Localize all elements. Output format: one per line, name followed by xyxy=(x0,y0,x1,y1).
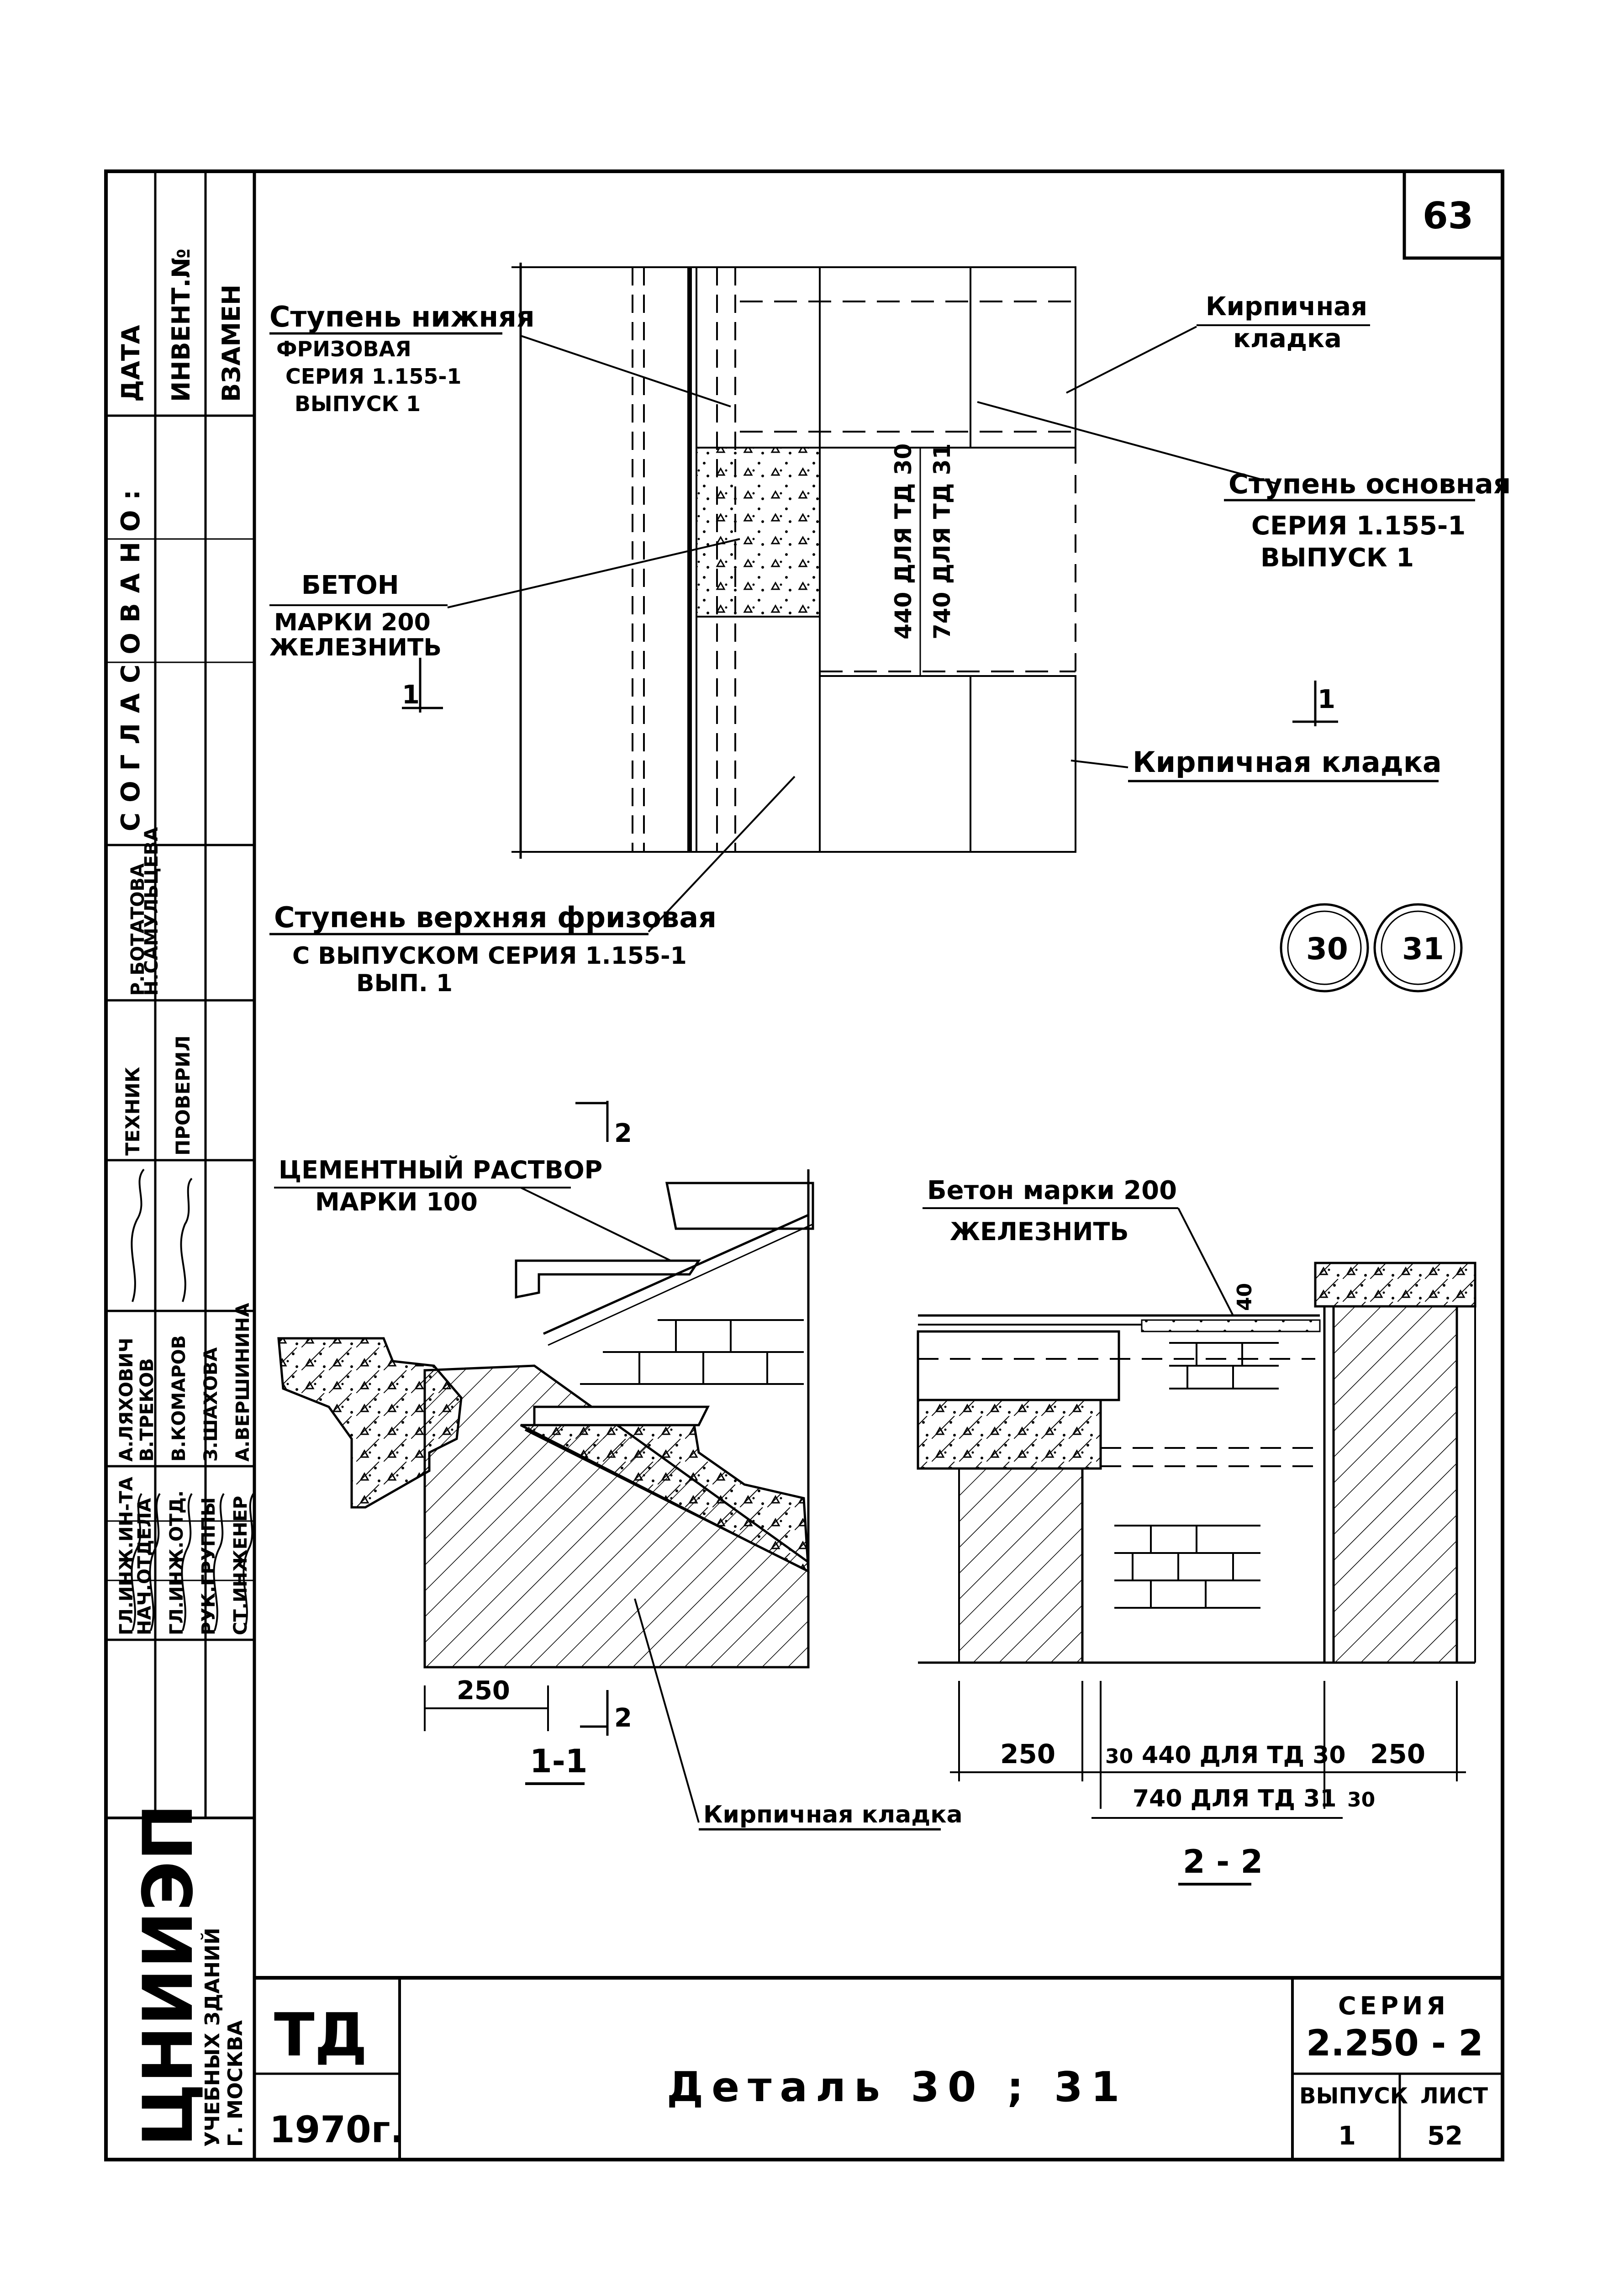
s11-brick-courses xyxy=(580,1319,804,1385)
plan-dim-td30: 440 ДЛЯ ТД 30 xyxy=(890,444,917,639)
main-step-2: СЕРИЯ 1.155-1 xyxy=(1251,511,1466,541)
brick-top-2: кладка xyxy=(1233,324,1342,354)
s22-title: 2 - 2 xyxy=(1183,1843,1263,1881)
plan-view: 440 ДЛЯ ТД 30 740 ДЛЯ ТД 31 Ступень нижн… xyxy=(269,263,1511,997)
s22-concrete-2: ЖЕЛЕЗНИТЬ xyxy=(950,1217,1128,1246)
s22-concrete-1: Бетон марки 200 xyxy=(927,1176,1177,1205)
s11-cut-bottom: 2 xyxy=(614,1703,632,1733)
series-label: СЕРИЯ xyxy=(1338,1991,1449,2020)
stamp-replace: ВЗАМЕН xyxy=(217,285,246,402)
stamp-name-5: В.КОМАРОВ xyxy=(169,1335,190,1462)
s22-brick-courses xyxy=(1114,1342,1279,1609)
issue-label: ВЫПУСК xyxy=(1299,2083,1408,2109)
stamp-name-4: В.ТРЕКОВ xyxy=(137,1358,158,1462)
side-stamp: ДАТА ИНВЕНТ.№ ВЗАМЕН СОГЛАСОВАНО: ТЕХНИК… xyxy=(106,171,254,2147)
s22-dim-740: 740 ДЛЯ ТД 31 xyxy=(1133,1785,1337,1812)
brick-top-1: Кирпичная xyxy=(1206,292,1367,322)
upper-step-1: Ступень верхняя фризовая xyxy=(274,901,717,934)
upper-step-3: ВЫП. 1 xyxy=(356,970,453,997)
issue-value: 1 xyxy=(1338,2121,1356,2151)
s11-title: 1-1 xyxy=(530,1743,587,1780)
brick-bottom: Кирпичная кладка xyxy=(1133,745,1442,779)
stamp-agreed: СОГЛАСОВАНО: xyxy=(116,480,146,831)
lower-step-4: ВЫПУСК 1 xyxy=(295,391,421,416)
detail-31: 31 xyxy=(1402,931,1444,967)
s11-brick: Кирпичная кладка xyxy=(703,1801,963,1828)
sheet-code: ТД xyxy=(274,2000,367,2070)
s22-dim-440: 440 ДЛЯ ТД 30 xyxy=(1142,1742,1346,1769)
stamp-name-2: Н.САМУЛЬЦЕВА xyxy=(141,827,162,996)
drawing-title: Деталь 30 ; 31 xyxy=(667,2063,1128,2111)
concrete-1: БЕТОН xyxy=(301,570,399,600)
stamp-name-6: З.ШАХОВА xyxy=(200,1347,221,1462)
sheet-value: 52 xyxy=(1427,2121,1463,2151)
stamp-date: ДАТА xyxy=(116,325,145,402)
section-1-1: 2 ЦЕМЕНТНЫЙ РАСТВОР МАРКИ 100 xyxy=(274,1101,963,1831)
lower-step-2: ФРИЗОВАЯ xyxy=(276,337,411,361)
concrete-3: ЖЕЛЕЗНИТЬ xyxy=(269,634,442,661)
sheet-year: 1970г. xyxy=(269,2108,404,2151)
s11-cut-top: 2 xyxy=(614,1119,632,1148)
sheet-label: ЛИСТ xyxy=(1420,2083,1488,2109)
concrete-2: МАРКИ 200 xyxy=(274,609,431,636)
plan-cut-left: 1 xyxy=(402,680,420,710)
stamp-role-7: СТ.ИНЖЕНЕР xyxy=(230,1496,251,1635)
stamp-role-4: НАЧ.ОТДЕЛА xyxy=(134,1498,155,1635)
section-2-2: Бетон марки 200 ЖЕЛЕЗНИТЬ 40 xyxy=(917,1176,1476,1886)
upper-step-2: С ВЫПУСКОМ СЕРИЯ 1.155-1 xyxy=(292,942,687,970)
org-line3: Г. МОСКВА xyxy=(224,2020,247,2147)
stamp-role-5: ГЛ.ИНЖ.ОТД. xyxy=(166,1490,187,1635)
main-step-1: Ступень основная xyxy=(1229,468,1511,500)
stamp-name-1: Р.БОТАТОВА xyxy=(127,863,148,996)
title-block: ТД 1970г. Деталь 30 ; 31 СЕРИЯ 2.250 - 2… xyxy=(254,1976,1503,2160)
plan-dim-td31: 740 ДЛЯ ТД 31 xyxy=(929,444,955,639)
sheet-frame xyxy=(104,169,1504,2161)
detail-30: 30 xyxy=(1306,931,1348,967)
org-line2: УЧЕБНЫХ ЗДАНИЙ xyxy=(200,1928,224,2147)
concrete-fill xyxy=(696,447,821,618)
stamp-role-2: ПРОВЕРИЛ xyxy=(172,1035,194,1156)
stamp-name-7: А.ВЕРШИНИНА xyxy=(232,1303,253,1462)
series-value: 2.250 - 2 xyxy=(1306,2023,1483,2064)
s22-dim-250a: 250 xyxy=(1000,1738,1055,1770)
org-name: ЦНИИЭП xyxy=(129,1804,208,2147)
s22-dim-250b: 250 xyxy=(1370,1738,1425,1770)
page-number: 63 xyxy=(1423,195,1473,237)
signatures xyxy=(131,1168,254,1631)
main-step-3: ВЫПУСК 1 xyxy=(1260,543,1414,573)
s22-dim-40: 40 xyxy=(1233,1283,1256,1311)
mortar-1: ЦЕМЕНТНЫЙ РАСТВОР xyxy=(279,1156,602,1184)
stamp-name-3: А.ЛЯХОВИЧ xyxy=(116,1338,137,1462)
s22-dim-30b: 30 xyxy=(1347,1788,1375,1812)
plan-cut-right: 1 xyxy=(1318,685,1335,714)
s11-dim-250: 250 xyxy=(457,1676,510,1706)
s22-dim-30a: 30 xyxy=(1105,1745,1133,1768)
lower-step-3: СЕРИЯ 1.155-1 xyxy=(285,364,461,389)
stamp-role-1: ТЕХНИК xyxy=(121,1067,144,1156)
lower-step-1: Ступень нижняя xyxy=(269,300,535,333)
stamp-inv: ИНВЕНТ.№ xyxy=(167,248,195,402)
stamp-role-6: РУК.ГРУППЫ xyxy=(198,1497,219,1635)
mortar-2: МАРКИ 100 xyxy=(315,1188,478,1216)
